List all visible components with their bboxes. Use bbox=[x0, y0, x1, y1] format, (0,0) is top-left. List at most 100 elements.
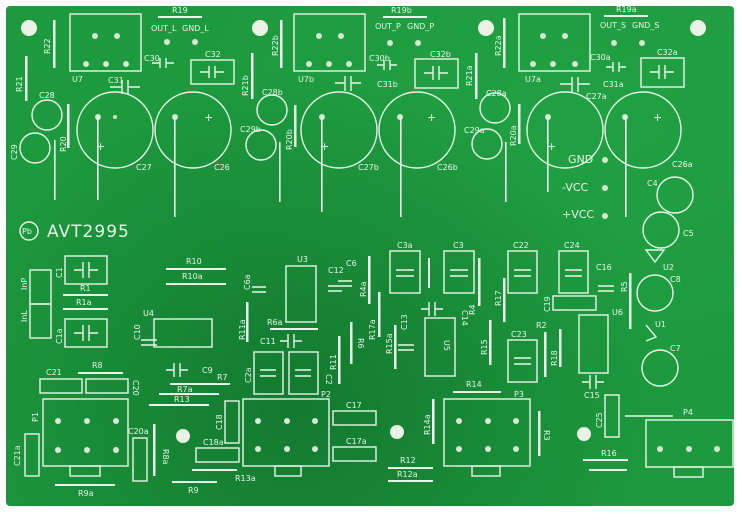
svg-text:R16: R16 bbox=[601, 449, 617, 458]
c27a-label: C27a bbox=[586, 92, 607, 101]
c30a-label: C30a bbox=[590, 53, 611, 62]
svg-text:C2a: C2a bbox=[244, 367, 253, 383]
svg-text:R9: R9 bbox=[188, 486, 199, 495]
svg-text:C14: C14 bbox=[460, 310, 469, 326]
svg-text:R17: R17 bbox=[494, 290, 503, 306]
r20-label: R20 bbox=[59, 136, 68, 152]
svg-text:C20: C20 bbox=[131, 380, 140, 396]
r21-label: R21 bbox=[15, 76, 24, 92]
pb-mark: Pb bbox=[22, 227, 32, 236]
svg-text:R14: R14 bbox=[466, 380, 482, 389]
svg-text:R8: R8 bbox=[92, 361, 103, 370]
svg-text:C21: C21 bbox=[46, 368, 62, 377]
u7-label: U7 bbox=[72, 75, 83, 84]
c28-label: C28 bbox=[39, 91, 55, 100]
svg-text:C3a: C3a bbox=[397, 241, 413, 250]
r22a-label: R22a bbox=[494, 35, 503, 56]
svg-text:C5: C5 bbox=[683, 229, 694, 238]
svg-text:U3: U3 bbox=[297, 255, 308, 264]
c28b-label: C28b bbox=[262, 88, 283, 97]
out-l-label: OUT_L bbox=[151, 24, 177, 33]
bottom-left: R8 C21 C20 P1 C21a C20a R8a R9a bbox=[13, 361, 170, 498]
svg-text:C20a: C20a bbox=[128, 427, 149, 436]
svg-text:R17a: R17a bbox=[368, 319, 377, 340]
c30-label: C30 bbox=[144, 54, 160, 63]
svg-text:R7a: R7a bbox=[177, 385, 193, 394]
svg-text:U4: U4 bbox=[143, 309, 154, 318]
svg-text:R13: R13 bbox=[174, 395, 190, 404]
svg-text:C19: C19 bbox=[543, 296, 552, 312]
svg-text:U6: U6 bbox=[612, 308, 623, 317]
svg-text:R4: R4 bbox=[468, 304, 477, 315]
svg-text:U5: U5 bbox=[442, 340, 451, 351]
bottom-center-left: C9 R7 R7a R13 C18 C18a R9 R13a bbox=[149, 363, 256, 495]
svg-text:C1a: C1a bbox=[55, 328, 64, 344]
svg-text:+: + bbox=[204, 111, 213, 124]
svg-text:C18: C18 bbox=[215, 414, 224, 430]
r21a-label: R21a bbox=[465, 65, 474, 86]
c26-label: C26 bbox=[214, 163, 230, 172]
gnd-p-label: GND_P bbox=[407, 22, 434, 31]
c26a-label: C26a bbox=[672, 160, 693, 169]
gnd-label: GND bbox=[568, 153, 593, 166]
out-s-label: OUT_S bbox=[600, 21, 626, 30]
neg-vcc-label: -VCC bbox=[562, 181, 589, 194]
svg-text:U1: U1 bbox=[655, 320, 666, 329]
svg-text:C17a: C17a bbox=[346, 437, 367, 446]
u7a-label: U7a bbox=[525, 75, 541, 84]
regulator-area: C4 C5 U2 C8 U1 C7 bbox=[636, 176, 694, 387]
pcb-board: U7 R19 OUT_L GND_L R22 R21 C30 C32 C31 C… bbox=[6, 6, 734, 506]
c29b-label: C29b bbox=[240, 125, 261, 134]
svg-text:P1: P1 bbox=[31, 412, 40, 422]
svg-text:R11a: R11a bbox=[238, 319, 247, 340]
svg-text:R12a: R12a bbox=[397, 470, 418, 479]
svg-text:C12: C12 bbox=[328, 266, 344, 275]
svg-text:R11: R11 bbox=[329, 354, 338, 370]
c32-label: C32 bbox=[205, 50, 221, 59]
svg-text:U2: U2 bbox=[663, 263, 674, 272]
r20a-label: R20a bbox=[509, 125, 518, 146]
svg-text:C4: C4 bbox=[647, 179, 658, 188]
svg-text:C11: C11 bbox=[260, 337, 276, 346]
svg-text:C8: C8 bbox=[670, 275, 681, 284]
p3-connector: R14a R14 P3 R3 bbox=[423, 380, 551, 477]
svg-text:R12: R12 bbox=[400, 456, 416, 465]
svg-text:R8a: R8a bbox=[161, 449, 170, 465]
svg-text:R13a: R13a bbox=[235, 474, 256, 483]
svg-text:R10a: R10a bbox=[182, 272, 203, 281]
svg-text:InL: InL bbox=[20, 310, 29, 322]
r22b-label: R22b bbox=[271, 35, 280, 56]
u7b-label: U7b bbox=[298, 75, 314, 84]
svg-text:C3: C3 bbox=[453, 241, 464, 250]
title-text: AVT2995 bbox=[47, 222, 130, 242]
gnd-l-label: GND_L bbox=[182, 24, 209, 33]
board-title: Pb AVT2995 bbox=[19, 221, 130, 242]
svg-text:C23: C23 bbox=[511, 330, 527, 339]
svg-text:C6: C6 bbox=[346, 259, 357, 268]
r19-label: R19 bbox=[172, 6, 188, 15]
c28a-label: C28a bbox=[486, 89, 507, 98]
svg-text:C16: C16 bbox=[596, 263, 612, 272]
channel-p: U7b R19b OUT_P GND_P R22b R21b C30b C32b… bbox=[240, 6, 459, 217]
input-section: InP InL C1 R1 R1a C1a bbox=[20, 255, 108, 348]
svg-text:R1: R1 bbox=[80, 284, 91, 293]
c30b-label: C30b bbox=[369, 54, 390, 63]
svg-text:C25: C25 bbox=[595, 412, 604, 428]
svg-text:C21a: C21a bbox=[13, 445, 22, 466]
svg-text:+: + bbox=[547, 140, 556, 153]
r20b-label: R20b bbox=[285, 129, 294, 150]
gnd-s-label: GND_S bbox=[632, 21, 659, 30]
c27b-label: C27b bbox=[358, 163, 379, 172]
channel-l: U7 R19 OUT_L GND_L R22 R21 C30 C32 C31 C… bbox=[10, 6, 235, 217]
pos-vcc-label: +VCC bbox=[562, 208, 594, 221]
svg-text:R5: R5 bbox=[620, 281, 629, 292]
center-left: R10 R10a U4 C10 C6a R11a U3 C6 C12 R4a R… bbox=[133, 255, 371, 395]
svg-text:C13: C13 bbox=[400, 314, 409, 330]
svg-text:C18a: C18a bbox=[203, 438, 224, 447]
svg-text:+: + bbox=[427, 111, 436, 124]
svg-text:+: + bbox=[320, 140, 329, 153]
c29-label: C29 bbox=[10, 144, 19, 160]
p2-connector: P2 C17 C17a R12 R12a bbox=[242, 390, 433, 482]
c26b-label: C26b bbox=[437, 163, 458, 172]
svg-text:C2: C2 bbox=[324, 374, 333, 385]
